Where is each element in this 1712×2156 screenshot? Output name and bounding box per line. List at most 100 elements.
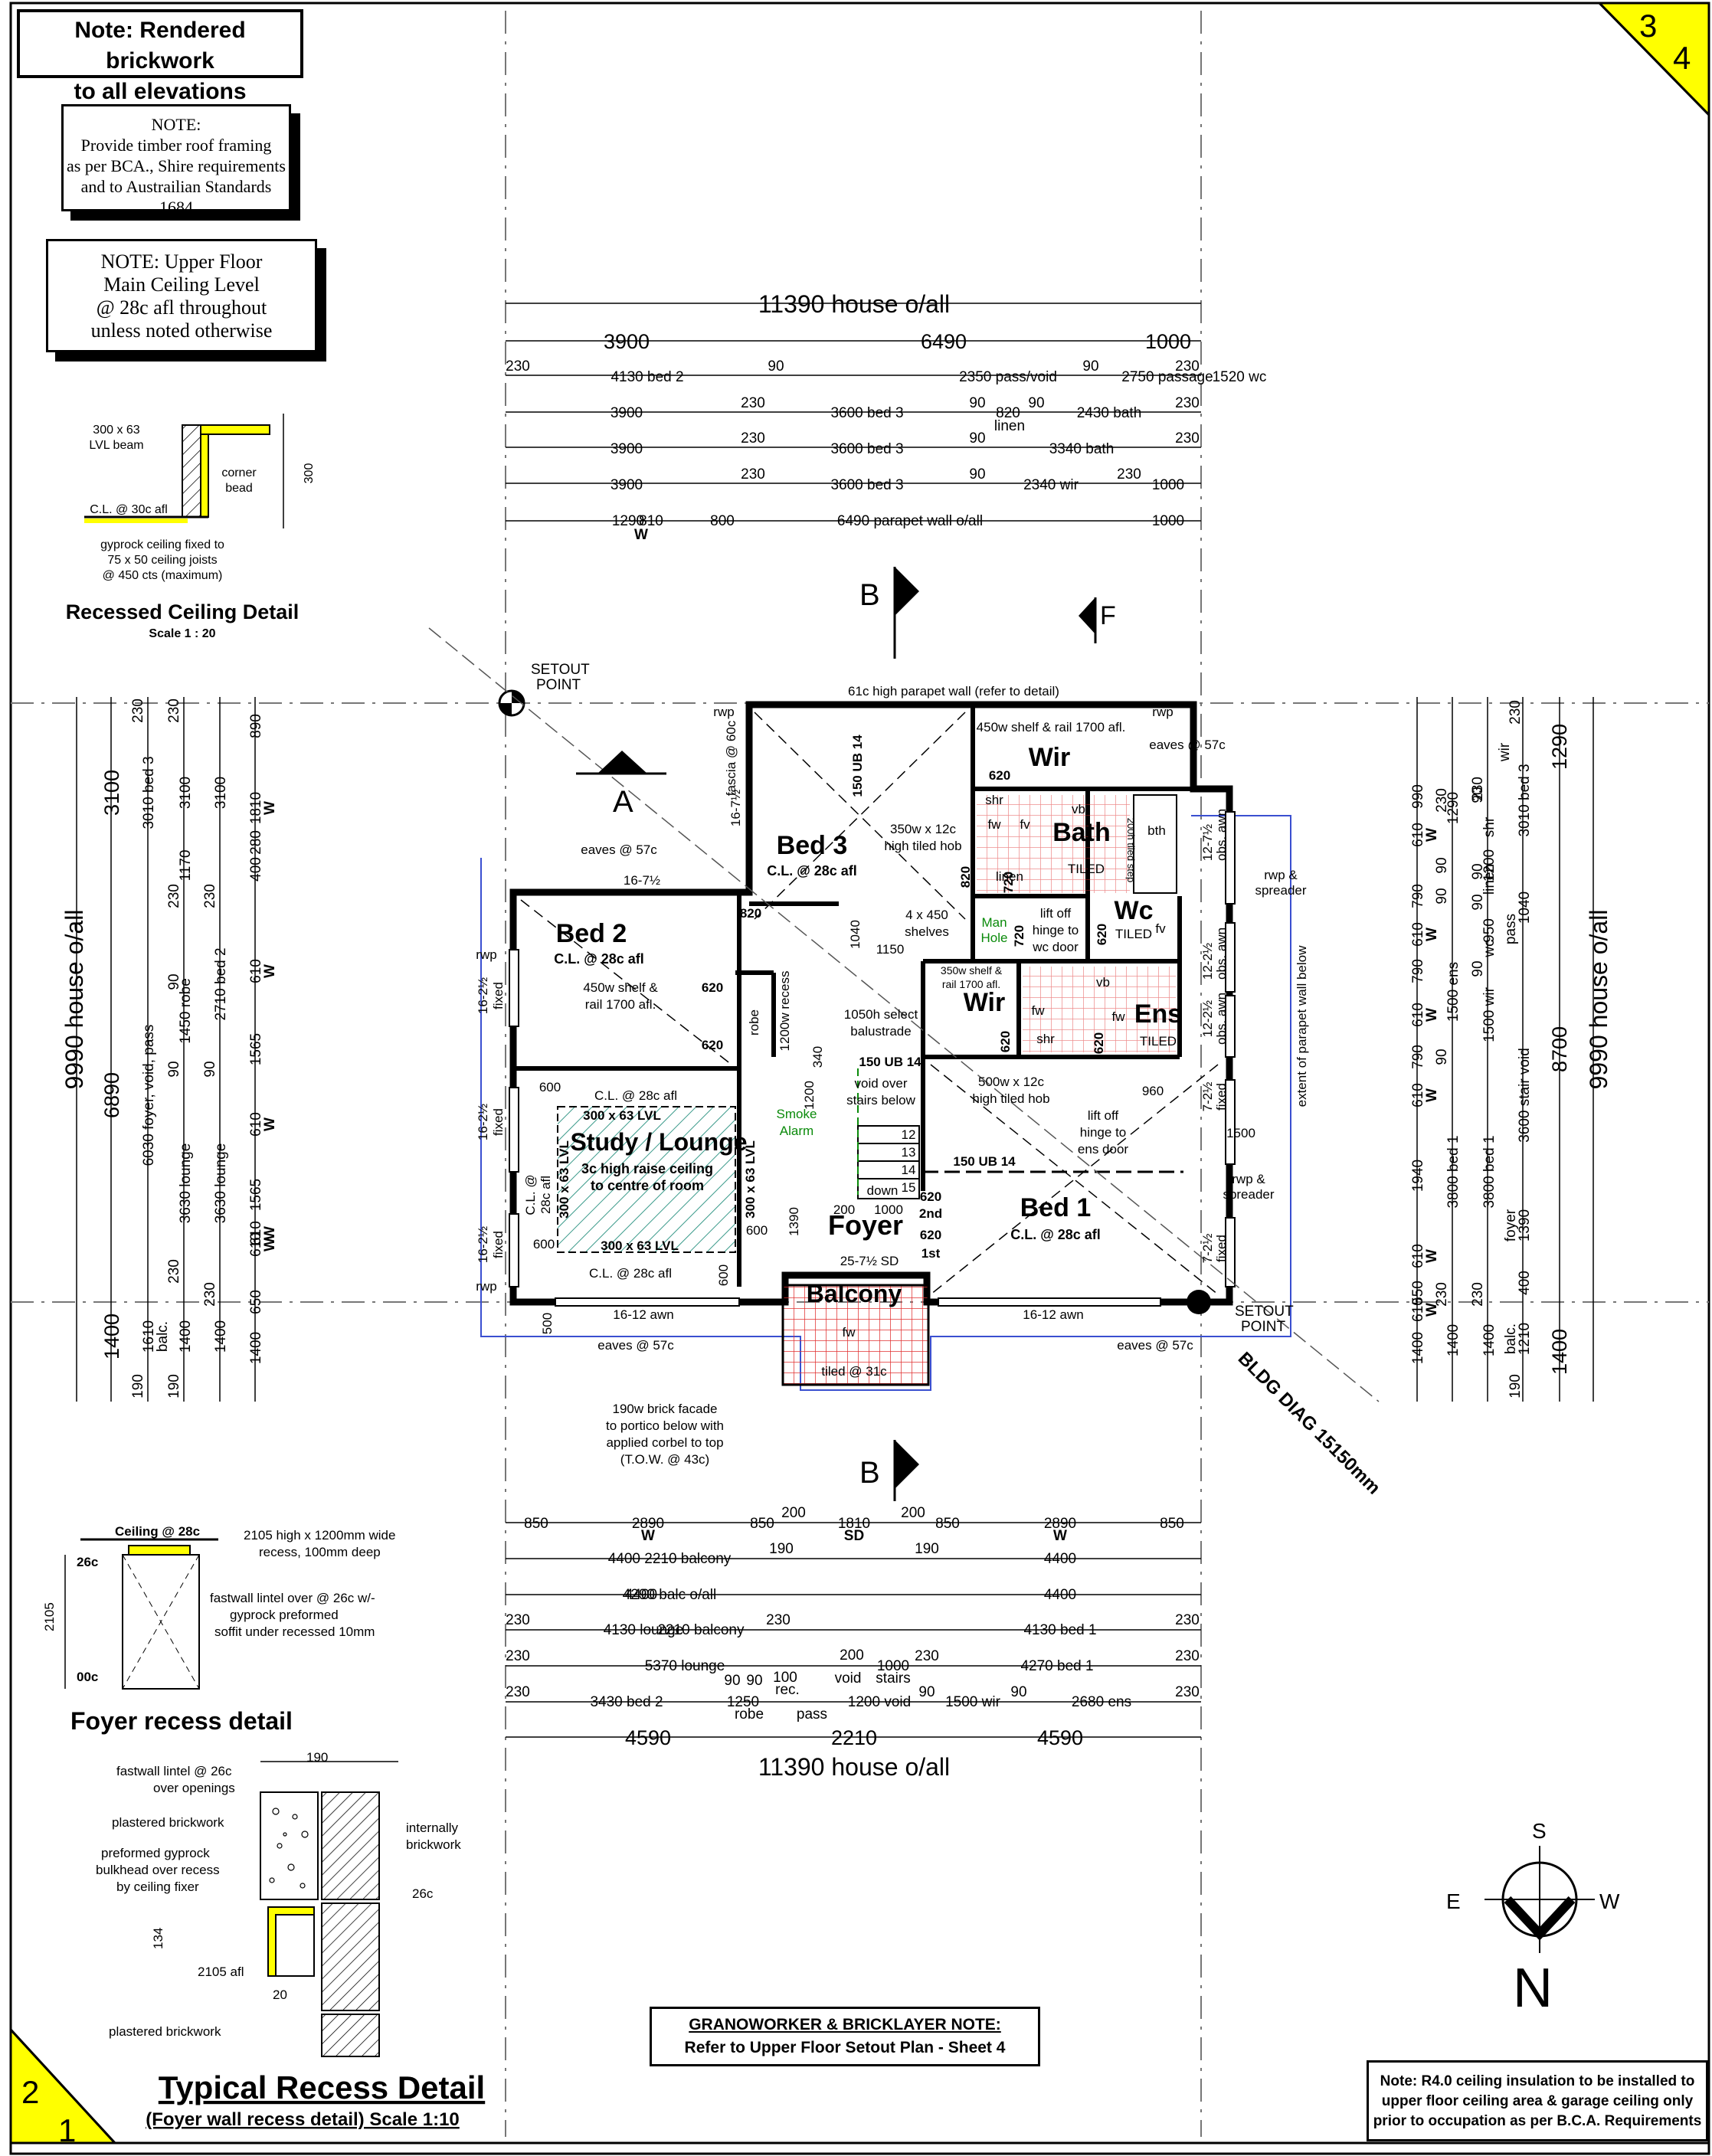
room-study: Study / Lounge — [570, 1128, 747, 1156]
svg-text:SD: SD — [844, 1528, 864, 1544]
svg-text:90: 90 — [746, 1673, 762, 1689]
svg-text:LVL beam: LVL beam — [89, 439, 143, 452]
svg-text:28c afl: 28c afl — [538, 1176, 553, 1214]
svg-text:90: 90 — [1434, 888, 1450, 904]
svg-text:230: 230 — [1175, 1612, 1200, 1628]
svg-text:fastwall lintel @ 26c: fastwall lintel @ 26c — [116, 1764, 232, 1778]
svg-text:150 UB 14: 150 UB 14 — [850, 734, 865, 797]
svg-text:linen: linen — [994, 418, 1025, 434]
svg-text:610: 610 — [1410, 823, 1426, 847]
svg-text:3800 bed 1: 3800 bed 1 — [1481, 1135, 1498, 1208]
svg-text:3900: 3900 — [610, 477, 643, 493]
svg-text:16-12 awn: 16-12 awn — [1023, 1307, 1083, 1322]
svg-text:W: W — [262, 801, 278, 815]
svg-text:230: 230 — [741, 395, 765, 411]
svg-text:SETOUT: SETOUT — [531, 662, 590, 678]
svg-text:stairs below: stairs below — [846, 1093, 915, 1107]
setout-label-top: SETOUT POINT — [531, 662, 590, 693]
svg-text:rwp: rwp — [1152, 705, 1173, 719]
sheet-badge-top: 3 4 — [1596, 2, 1710, 118]
svg-text:230: 230 — [915, 1648, 939, 1664]
bottom-overall-dim: 11390 house o/all — [758, 1753, 950, 1781]
svg-text:2710 bed 2: 2710 bed 2 — [213, 947, 229, 1020]
svg-text:1940: 1940 — [1410, 1160, 1426, 1192]
svg-text:void over: void over — [855, 1076, 908, 1091]
svg-text:1000: 1000 — [877, 1658, 909, 1674]
ceiling-level-note: NOTE: Upper Floor Main Ceiling Level @ 2… — [46, 239, 317, 352]
svg-text:robe: robe — [747, 1009, 761, 1035]
svg-text:1500 wir: 1500 wir — [1481, 986, 1498, 1042]
svg-text:230: 230 — [741, 466, 765, 483]
svg-text:over openings: over openings — [153, 1781, 235, 1795]
right-dim-d: 230 1290 90 90 1500 ens 90 3800 bed 1 23… — [1434, 788, 1462, 1356]
svg-text:rwp &: rwp & — [1232, 1172, 1265, 1186]
tiled-labels: TILED TILED TILED tiled @ 31c — [821, 862, 1177, 1379]
svg-text:TILED: TILED — [1140, 1034, 1177, 1049]
svg-text:26c: 26c — [77, 1555, 98, 1569]
svg-text:to portico below with: to portico below with — [606, 1418, 724, 1433]
svg-text:2430 bath: 2430 bath — [1077, 405, 1142, 421]
svg-text:720: 720 — [1001, 872, 1016, 893]
svg-text:4590: 4590 — [1037, 1726, 1083, 1749]
room-bed3-cl: C.L. @ 28c afl — [767, 863, 857, 878]
typical-recess-subtitle: (Foyer wall recess detail) Scale 1:10 — [146, 2109, 460, 2130]
svg-text:3010 bed 3: 3010 bed 3 — [1517, 764, 1533, 836]
svg-text:230: 230 — [1175, 395, 1200, 411]
svg-text:4130 lounge: 4130 lounge — [604, 1622, 684, 1638]
recessed-ceiling-title: Recessed Ceiling Detail — [66, 600, 300, 623]
room-ens: Ens — [1134, 999, 1182, 1029]
svg-text:1400: 1400 — [1410, 1332, 1426, 1364]
svg-text:150 UB 14: 150 UB 14 — [859, 1055, 921, 1069]
svg-text:1040: 1040 — [1517, 892, 1533, 924]
svg-text:extent of parapet wall below: extent of parapet wall below — [1295, 945, 1309, 1107]
svg-text:1150: 1150 — [876, 942, 905, 957]
typical-recess-labels: 190 fastwall lintel @ 26c over openings … — [96, 1750, 461, 2039]
svg-text:00c: 00c — [77, 1670, 98, 1684]
svg-text:fw: fw — [1032, 1003, 1046, 1018]
svg-text:190: 190 — [915, 1541, 939, 1557]
svg-text:200h tiled step: 200h tiled step — [1125, 818, 1137, 883]
bottom-dim-row5: 230 5370 lounge 200 void 1000 stairs 230… — [506, 1647, 1200, 1687]
svg-text:3430 bed 2: 3430 bed 2 — [590, 1694, 663, 1710]
svg-text:1000: 1000 — [874, 1202, 903, 1217]
svg-text:1400: 1400 — [1481, 1324, 1498, 1356]
svg-text:void: void — [835, 1670, 862, 1687]
svg-text:90: 90 — [1028, 395, 1044, 411]
svg-text:230: 230 — [130, 698, 146, 723]
bath-tiles — [977, 795, 1130, 893]
svg-text:850: 850 — [1160, 1516, 1184, 1532]
svg-text:B: B — [859, 578, 880, 612]
right-overall-dim: 9990 house o/all — [1585, 910, 1612, 1090]
svg-text:550: 550 — [1410, 1281, 1426, 1305]
top-dim-row6: 1290 810 W 800 6490 parapet wall o/all 1… — [612, 513, 1184, 543]
svg-text:Hole: Hole — [981, 931, 1008, 945]
svg-text:3340 bath: 3340 bath — [1049, 441, 1115, 457]
svg-text:134: 134 — [151, 1928, 165, 1949]
svg-text:4130 bed 2: 4130 bed 2 — [610, 369, 683, 385]
svg-text:3630 lounge: 3630 lounge — [178, 1143, 194, 1224]
building-diagonal: BLDG DIAG 15150mm — [1234, 1348, 1384, 1498]
svg-text:90: 90 — [166, 1061, 182, 1077]
svg-text:eaves @ 57c: eaves @ 57c — [597, 1338, 674, 1353]
svg-text:balustrade: balustrade — [850, 1024, 911, 1039]
svg-text:190w brick facade: 190w brick facade — [612, 1402, 717, 1416]
svg-text:2350 pass/void: 2350 pass/void — [959, 369, 1057, 385]
svg-text:POINT: POINT — [1241, 1319, 1285, 1335]
compass-s: S — [1532, 1819, 1547, 1843]
top-dim-row2: 230 4130 bed 2 90 2350 pass/void 90 2750… — [506, 358, 1266, 385]
section-marker-f-top: F — [1079, 597, 1116, 643]
svg-text:12-2½: 12-2½ — [1200, 943, 1215, 980]
svg-text:3600 bed 3: 3600 bed 3 — [830, 477, 903, 493]
svg-text:230: 230 — [1434, 788, 1450, 813]
svg-text:600: 600 — [539, 1080, 561, 1094]
svg-text:B: B — [859, 1456, 880, 1490]
svg-text:tiled @ 31c: tiled @ 31c — [821, 1364, 887, 1379]
svg-text:balc.: balc. — [1503, 1323, 1519, 1354]
bottom-dim-row2: 4400 2210 balcony 190 190 4400 — [608, 1541, 1076, 1567]
svg-text:vb: vb — [1096, 975, 1110, 990]
svg-text:16-12 awn: 16-12 awn — [613, 1307, 673, 1322]
svg-text:rwp: rwp — [476, 1279, 496, 1294]
room-study-note-1: 3c high raise ceiling — [581, 1161, 713, 1176]
bottom-dim-row6: 230 3430 bed 2 90 90 1250 robe 100 rec. … — [506, 1670, 1200, 1723]
svg-text:shr: shr — [985, 793, 1003, 807]
